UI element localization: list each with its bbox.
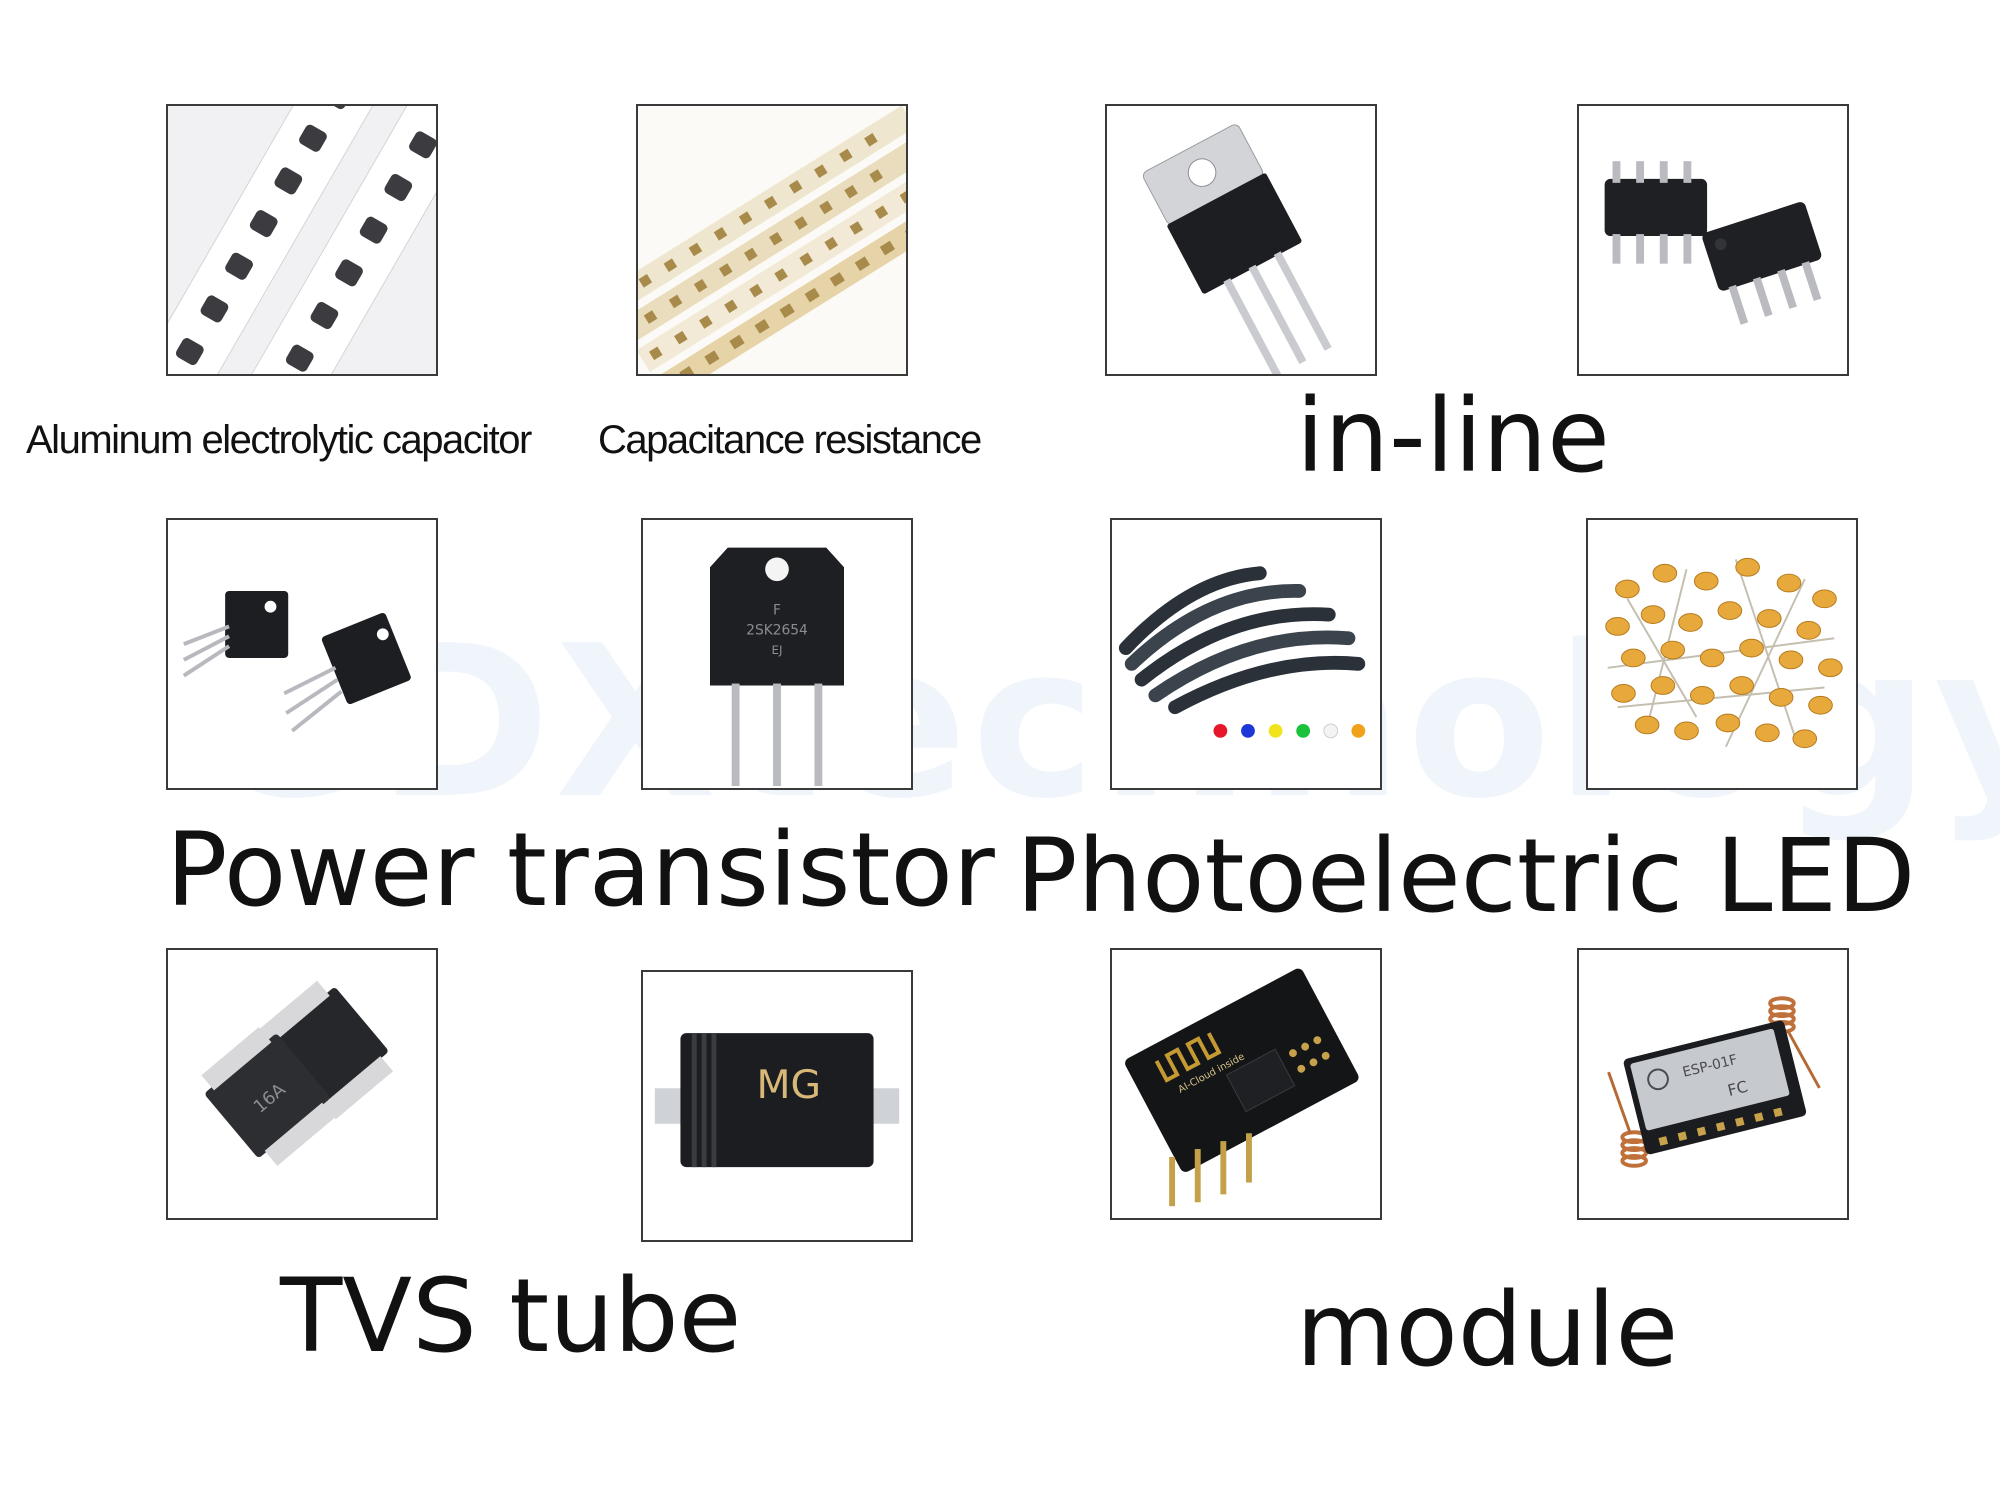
to3p-power-transistor-image: F 2SK2654 EJ xyxy=(641,518,913,790)
to220f-transistors-image xyxy=(166,518,438,790)
led-dot-green xyxy=(1296,723,1311,738)
led-dot-orange xyxy=(1351,723,1366,738)
led-dot-white xyxy=(1323,723,1339,739)
chip-resistor-strips-image xyxy=(636,104,908,376)
label-power-transistor: Power transistor xyxy=(166,811,995,930)
aluminum-capacitor-image xyxy=(166,104,438,376)
esp01f-module-image: ESP-01F FC xyxy=(1577,948,1849,1220)
esp01f-fc: FC xyxy=(1726,1077,1750,1100)
led-dot-red xyxy=(1213,723,1228,738)
diode-marking: MG xyxy=(757,1062,822,1108)
ceramic-capacitors-pile-image xyxy=(1586,518,1858,790)
dip8-ic-image xyxy=(1577,104,1849,376)
label-module: module xyxy=(1296,1271,1679,1390)
smd-diode-mg-image: MG xyxy=(641,970,913,1242)
tvs-diode-image: 16A xyxy=(166,948,438,1220)
transistor-mark-top: F xyxy=(773,603,781,619)
led-dot-yellow xyxy=(1268,723,1283,738)
label-capacitance-resistance: Capacitance resistance xyxy=(598,418,982,462)
label-in-line: in-line xyxy=(1296,377,1610,496)
label-tvs-tube: TVS tube xyxy=(280,1257,742,1376)
transistor-mark-part: 2SK2654 xyxy=(746,622,808,638)
to220-regulator-image xyxy=(1105,104,1377,376)
transistor-mark-code: EJ xyxy=(772,643,783,657)
label-photoelectric-led: Photoelectric LED xyxy=(1016,817,1916,936)
smd-led-strips-image xyxy=(1110,518,1382,790)
led-dot-blue xyxy=(1241,723,1255,738)
label-aluminum-electrolytic-capacitor: Aluminum electrolytic capacitor xyxy=(26,418,532,462)
esp01-wifi-module-image: AI-Cloud inside xyxy=(1110,948,1382,1220)
